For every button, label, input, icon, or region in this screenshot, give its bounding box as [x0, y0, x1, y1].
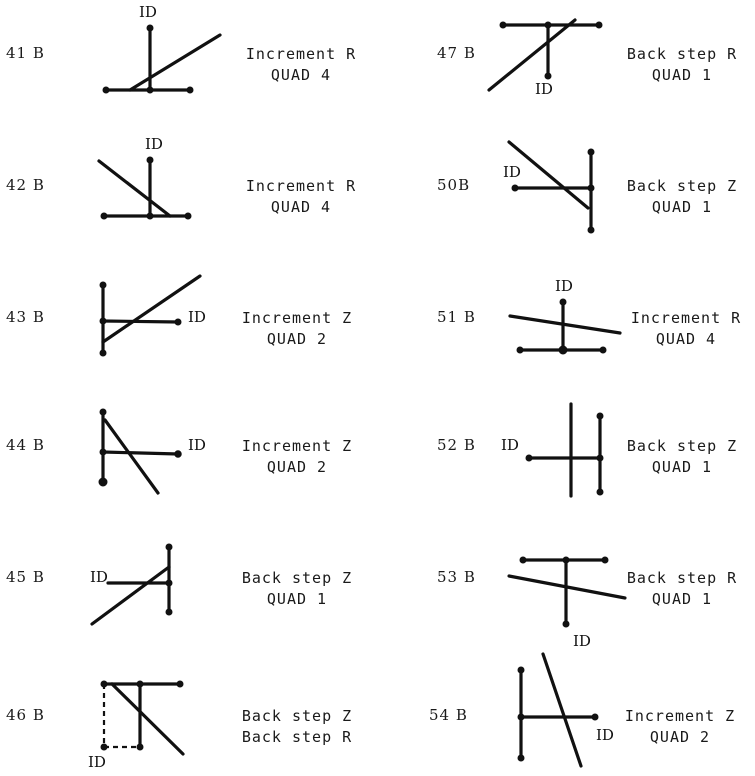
case-54b: 54 B ID Increment Z QUAD 2 [385, 648, 755, 776]
id-label: ID [90, 568, 108, 586]
id-label: ID [503, 163, 521, 181]
diagram-51b: ID [508, 277, 622, 355]
case-label: 45 B [6, 568, 45, 586]
case-label: 42 B [6, 176, 45, 194]
case-description: Increment R QUAD 4 [226, 176, 376, 218]
case-description: Back step R QUAD 1 [607, 44, 755, 86]
id-label: ID [145, 135, 163, 153]
id-label: ID [188, 436, 206, 454]
description-line-1: Increment Z [624, 707, 736, 725]
id-label: ID [88, 753, 106, 771]
case-description: Increment R QUAD 4 [611, 308, 755, 350]
description-line-2: QUAD 4 [655, 330, 717, 348]
case-41b: 41 B ID Increment R QUAD 4 [0, 0, 370, 128]
id-label: ID [535, 80, 553, 98]
description-line-1: Back step R [626, 569, 738, 587]
case-label: 41 B [6, 44, 45, 62]
id-label: ID [596, 726, 614, 744]
case-label: 52 B [437, 436, 476, 454]
description-line-1: Increment R [245, 177, 357, 195]
diagram-52b: ID [501, 402, 604, 498]
id-label: ID [139, 3, 157, 21]
case-label: 47 B [437, 44, 476, 62]
id-label: ID [573, 632, 591, 650]
case-53b: 53 B ID Back step R QUAD 1 [385, 520, 755, 650]
description-line-1: Back step Z [241, 707, 353, 725]
case-description: Back step Z Back step R [222, 706, 372, 748]
description-line-1: Back step Z [626, 437, 738, 455]
case-46b: 46 B ID Back step Z Back step R [0, 648, 370, 776]
description-line-1: Back step R [626, 45, 738, 63]
case-label: 43 B [6, 308, 45, 326]
diagram-45b: ID [90, 543, 173, 626]
diagram-41b: ID [102, 3, 222, 94]
case-label: 54 B [429, 706, 468, 724]
description-line-1: Increment Z [241, 437, 353, 455]
description-line-1: Back step Z [241, 569, 353, 587]
case-51b: 51 B ID Increment R QUAD 4 [385, 260, 755, 388]
description-line-2: Back step R [241, 728, 353, 746]
case-label: 53 B [437, 568, 476, 586]
diagram-50b: ID [503, 140, 595, 234]
description-line-2: QUAD 2 [266, 458, 328, 476]
case-43b: 43 B ID Increment Z QUAD 2 [0, 260, 370, 388]
case-label: 51 B [437, 308, 476, 326]
description-line-2: QUAD 2 [266, 330, 328, 348]
case-47b: 47 B ID Back step R QUAD 1 [385, 0, 755, 128]
description-line-2: QUAD 1 [651, 590, 713, 608]
case-50b: 50B ID Back step Z QUAD 1 [385, 130, 755, 258]
case-description: Increment Z QUAD 2 [222, 436, 372, 478]
case-label: 46 B [6, 706, 45, 724]
description-line-2: QUAD 4 [270, 198, 332, 216]
description-line-2: QUAD 1 [266, 590, 328, 608]
id-label: ID [555, 277, 573, 295]
description-line-1: Increment R [245, 45, 357, 63]
case-45b: 45 B ID Back step Z QUAD 1 [0, 520, 370, 648]
case-description: Back step Z QUAD 1 [607, 436, 755, 478]
case-44b: 44 B ID Increment Z QUAD 2 [0, 390, 370, 518]
description-line-2: QUAD 2 [649, 728, 711, 746]
diagram-43b: ID [99, 274, 206, 357]
diagram-42b: ID [97, 135, 192, 220]
case-description: Back step Z QUAD 1 [222, 568, 372, 610]
case-description: Back step Z QUAD 1 [607, 176, 755, 218]
description-line-1: Increment R [630, 309, 742, 327]
description-line-1: Increment Z [241, 309, 353, 327]
description-line-2: QUAD 1 [651, 458, 713, 476]
case-description: Increment Z QUAD 2 [605, 706, 755, 748]
case-label: 44 B [6, 436, 45, 454]
description-line-2: QUAD 1 [651, 66, 713, 84]
diagram-44b: ID [98, 408, 206, 495]
diagram-47b: ID [487, 18, 603, 98]
diagram-54b: ID [517, 652, 614, 768]
id-label: ID [501, 436, 519, 454]
description-line-1: Back step Z [626, 177, 738, 195]
description-line-2: QUAD 4 [270, 66, 332, 84]
case-52b: 52 B ID Back step Z QUAD 1 [385, 390, 755, 518]
diagram-53b: ID [507, 556, 627, 650]
diagram-46b: ID [88, 680, 185, 771]
case-description: Increment Z QUAD 2 [222, 308, 372, 350]
case-description: Back step R QUAD 1 [607, 568, 755, 610]
case-42b: 42 B ID Increment R QUAD 4 [0, 130, 370, 258]
case-label: 50B [437, 176, 471, 194]
case-description: Increment R QUAD 4 [226, 44, 376, 86]
description-line-2: QUAD 1 [651, 198, 713, 216]
id-label: ID [188, 308, 206, 326]
